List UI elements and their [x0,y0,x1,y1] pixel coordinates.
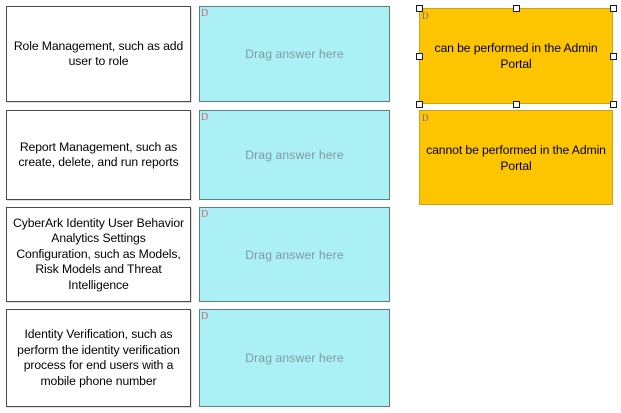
prompt-text: Identity Verification, such as perform t… [17,327,180,388]
answer-tile-label: can be performed in the Admin Portal [434,41,598,71]
resize-handle-n[interactable] [512,4,520,12]
prompt-card-report-management: Report Management, such as create, delet… [6,110,191,200]
answer-corner-marker-icon: D [422,11,429,21]
prompt-text: Role Management, such as add user to rol… [13,38,184,69]
dropzone-corner-marker-icon: D [201,311,209,322]
dropzone-placeholder: Drag answer here [245,351,344,365]
answer-tile-label: cannot be performed in the Admin Portal [426,142,606,173]
prompt-card-identity-verification: Identity Verification, such as perform t… [6,309,191,407]
prompt-card-uba-settings: CyberArk Identity User Behavior Analytic… [6,207,191,302]
dropzone-corner-marker-icon: D [201,112,209,123]
resize-handle-sw[interactable] [415,100,423,108]
resize-handle-nw[interactable] [415,4,423,12]
dropzone-3[interactable]: D Drag answer here [199,207,390,302]
prompt-text: Report Management, such as create, delet… [18,139,179,170]
answer-corner-marker-icon: D [422,113,429,123]
resize-handle-ne[interactable] [609,4,617,12]
dropzone-2[interactable]: D Drag answer here [199,110,390,200]
answer-tile-cannot-be-performed[interactable]: D cannot be performed in the Admin Porta… [419,110,613,205]
dropzone-corner-marker-icon: D [201,8,209,19]
dropzone-4[interactable]: D Drag answer here [199,309,390,407]
resize-handle-se[interactable] [609,100,617,108]
prompt-text: CyberArk Identity User Behavior Analytic… [13,215,184,292]
resize-handle-s[interactable] [512,100,520,108]
resize-handle-e[interactable] [609,52,617,60]
prompt-card-role-management: Role Management, such as add user to rol… [6,6,191,102]
dropzone-corner-marker-icon: D [201,209,209,220]
dropzone-placeholder: Drag answer here [245,148,344,162]
resize-handle-w[interactable] [415,52,423,60]
answer-tile-can-be-performed[interactable]: D can be performed in the Admin Portal [419,8,613,104]
dropzone-1[interactable]: D Drag answer here [199,6,390,102]
dropzone-placeholder: Drag answer here [245,247,344,262]
dropzone-placeholder: Drag answer here [245,47,344,61]
